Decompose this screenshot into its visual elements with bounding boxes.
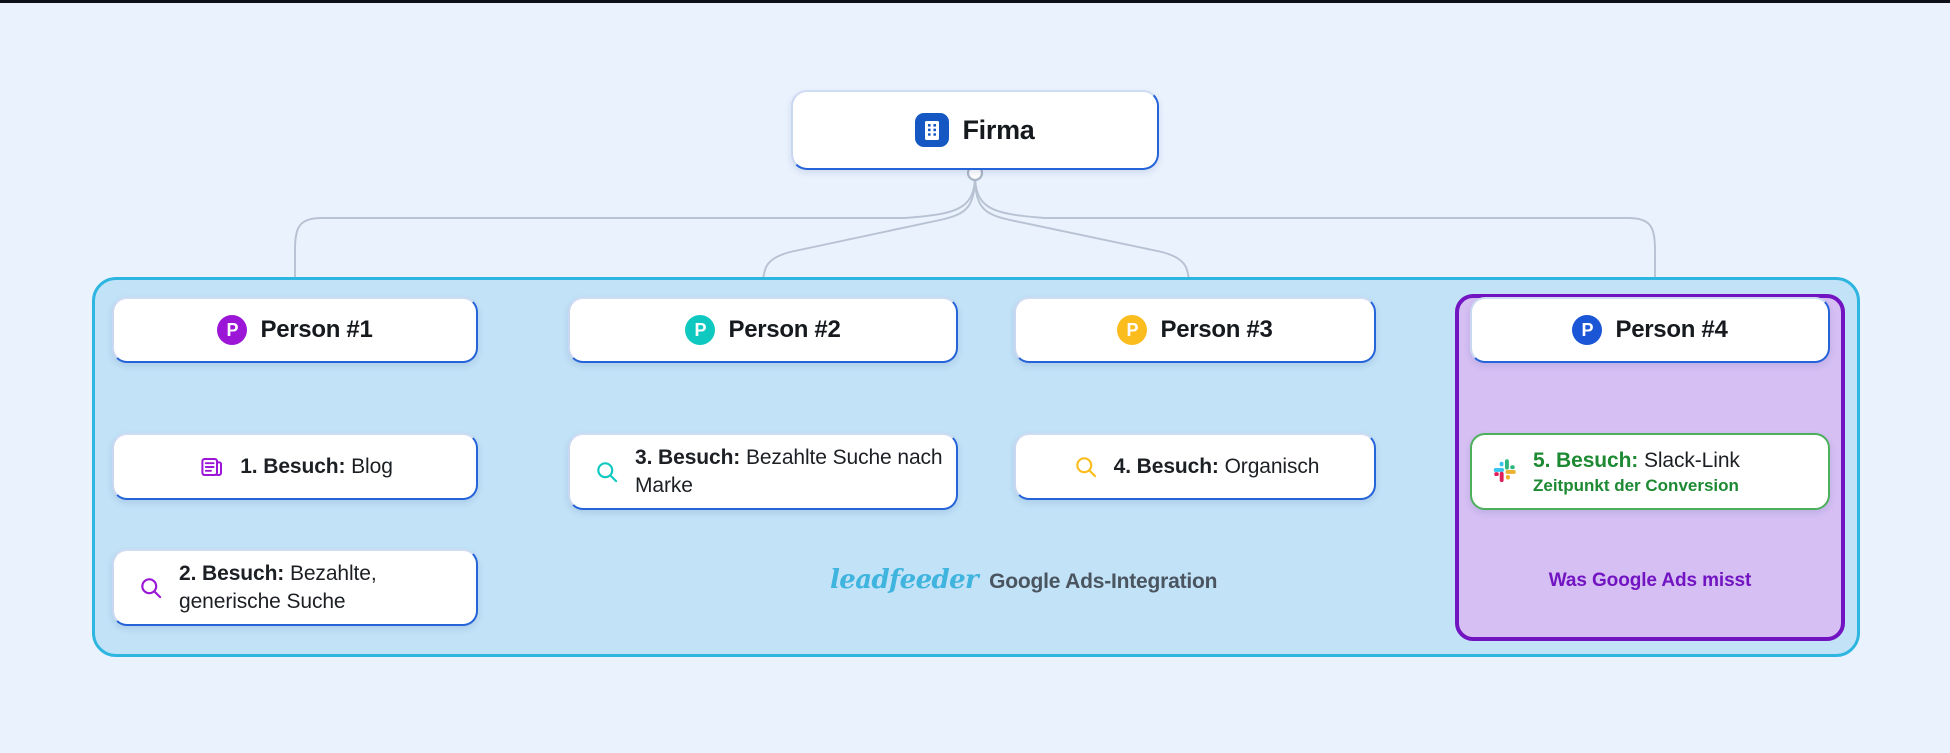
building-icon [915, 113, 950, 147]
person-label-2: Person #2 [728, 316, 841, 343]
person-avatar-4: P [1572, 315, 1603, 345]
visit-text-1: 1. Besuch: Blog [240, 454, 393, 478]
person-label-4: Person #4 [1615, 316, 1728, 343]
leadfeeder-logo: leadfeeder [830, 565, 979, 595]
search-icon [1071, 452, 1101, 482]
search-icon [592, 457, 622, 487]
visit-text-5: 5. Besuch: Slack-Link Zeitpunkt der Conv… [1533, 448, 1740, 495]
integration-caption: Google Ads-Integration [989, 570, 1218, 593]
article-icon [197, 452, 227, 482]
person-node-1[interactable]: P Person #1 [112, 297, 478, 363]
slack-icon [1490, 455, 1522, 487]
company-node[interactable]: Firma [791, 90, 1159, 170]
person-node-3[interactable]: P Person #3 [1014, 297, 1376, 363]
visit-subtitle-5: Zeitpunkt der Conversion [1533, 475, 1739, 495]
visit-node-5[interactable]: 5. Besuch: Slack-Link Zeitpunkt der Conv… [1470, 433, 1830, 510]
person-node-4[interactable]: P Person #4 [1470, 297, 1830, 363]
person-avatar-1: P [217, 315, 248, 345]
search-icon [136, 573, 166, 603]
visit-node-4[interactable]: 4. Besuch: Organisch [1014, 433, 1376, 500]
visit-node-1[interactable]: 1. Besuch: Blog [112, 433, 478, 500]
blindspot-caption: Was Google Ads misst [1548, 570, 1752, 591]
person-label-3: Person #3 [1160, 316, 1273, 343]
visit-text-2: 2. Besuch: Bezahlte, generische Suche [179, 561, 377, 613]
person-avatar-2: P [685, 315, 716, 345]
visit-text-3: 3. Besuch: Bezahlte Suche nach Marke [635, 445, 943, 497]
person-avatar-3: P [1117, 315, 1148, 345]
company-label: Firma [962, 114, 1035, 145]
top-edge-strip [0, 0, 1950, 3]
leadfeeder-branding: leadfeeder Google Ads-Integration [830, 565, 1217, 595]
person-node-2[interactable]: P Person #2 [568, 297, 958, 363]
person-label-1: Person #1 [260, 316, 373, 343]
visit-node-2[interactable]: 2. Besuch: Bezahlte, generische Suche [112, 549, 478, 626]
visit-text-4: 4. Besuch: Organisch [1113, 454, 1320, 478]
visit-node-3[interactable]: 3. Besuch: Bezahlte Suche nach Marke [568, 433, 958, 510]
